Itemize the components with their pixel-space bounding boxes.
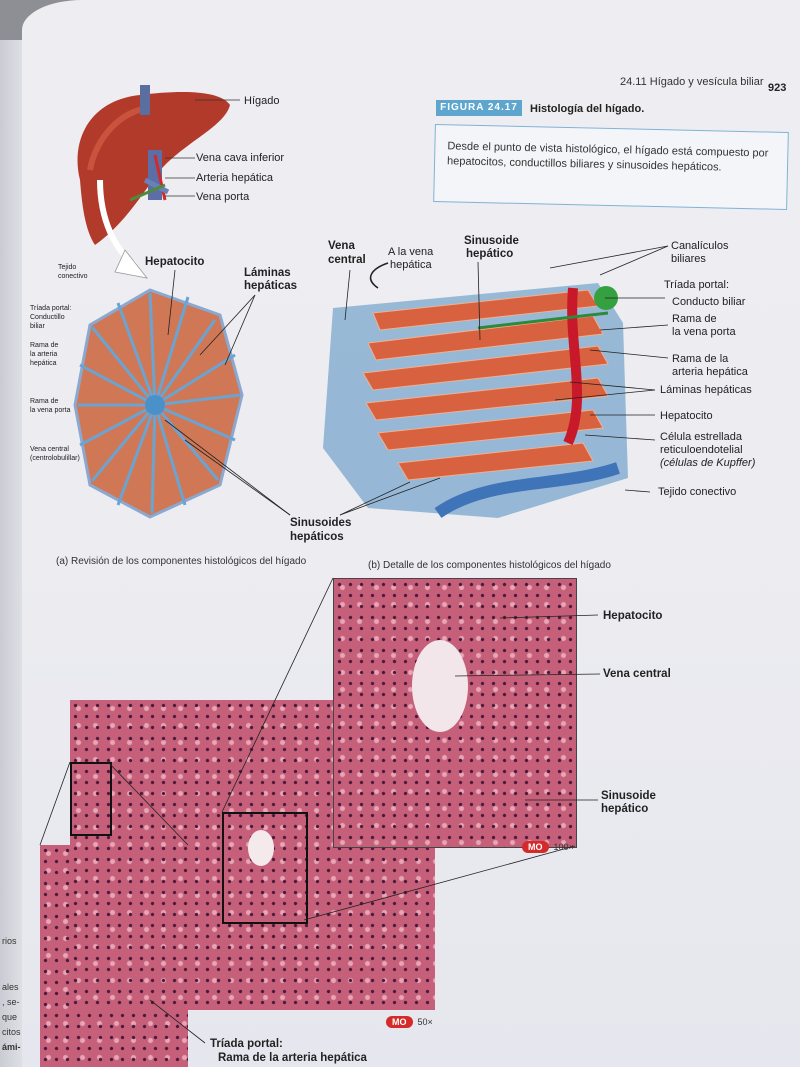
label-b-canaliculi-2: biliares [671,253,706,265]
zoom-box-portal-triad [70,762,112,836]
figure-title: Histología del hígado. [530,103,645,115]
label-a-connective-1: Tejido [58,264,77,271]
central-vein-lumen-large [412,640,468,732]
left-page-fragment: rios [2,936,17,946]
liver-illustration [77,85,230,246]
label-b-stellate-2: reticuloendotelial [660,444,743,456]
magnification-small-value: 50× [417,1017,433,1027]
label-a-plates-2: hepáticas [244,280,298,292]
label-liver: Hígado [244,95,280,107]
label-a-branch-portal-1: Rama de [30,398,59,405]
caption-a: (a) Revisión de los componentes histológ… [56,556,307,567]
label-b-branch-portal-2: la vena porta [672,326,736,338]
label-b-portal-triad: Tríada portal: [664,279,730,291]
label-micro-sinusoid-2: hepático [601,803,649,815]
left-page-fragment: , se- [2,997,20,1007]
label-a-central-1: Vena central [30,446,69,453]
label-a-branch-artery-1: Rama de [30,342,59,349]
label-a-branch-artery-3: hepática [30,360,57,367]
central-vein-lumen-small [248,830,274,866]
label-portal-triad-artery: Rama de la arteria hepática [218,1052,367,1064]
label-b-stellate-1: Célula estrellada [660,431,742,443]
label-a-portal-1: Tríada portal: [30,305,72,312]
label-a-portal-3: biliar [30,323,45,330]
label-portal-triad: Tríada portal: [210,1038,283,1050]
label-b-central-vein-1: Vena [328,240,355,252]
magnification-large: MO 100× [522,841,574,853]
label-b-central-vein-2: central [328,254,366,266]
label-hepatic-artery: Arteria hepática [196,172,274,184]
page-number: 923 [768,82,787,94]
label-b-to-hepatic-1: A la vena [388,246,434,258]
label-b-connective: Tejido conectivo [658,486,737,498]
zoom-arrow [97,179,148,279]
label-b-branch-portal-1: Rama de [672,313,717,325]
label-b-bile-duct: Conducto biliar [672,296,746,308]
label-b-stellate-3: (células de Kupffer) [660,457,756,469]
left-page-fragment: ámi- [2,1042,21,1052]
label-sinusoids-1: Sinusoides [290,517,352,529]
label-a-connective-2: conectivo [58,273,88,280]
caption-b: (b) Detalle de los componentes histológi… [368,560,611,571]
label-b-branch-artery-2: arteria hepática [672,366,748,378]
left-page-fragment: citos [2,1027,21,1037]
figure-badge: FIGURA 24.17 [436,100,522,116]
lobule-detail-illustration [323,262,628,518]
label-b-plates: Láminas hepáticas [660,384,752,396]
label-micro-hepatocyte: Hepatocito [603,610,663,622]
label-portal-vein: Vena porta [196,191,250,203]
mo-badge-large: MO [522,841,549,853]
running-header: 24.11 Hígado y vesícula biliar [620,76,764,88]
zoom-box-central-vein [222,812,308,924]
magnification-large-value: 100× [553,842,574,852]
left-page-fragment: ales [2,982,19,992]
hepatic-lobule [73,288,244,519]
label-b-to-hepatic-2: hepática [390,259,432,271]
label-b-hepatocyte: Hepatocito [660,410,713,422]
label-micro-central-vein: Vena central [603,668,671,680]
label-sinusoids-2: hepáticos [290,531,344,543]
label-a-plates-1: Láminas [244,267,291,279]
label-a-portal-2: Conductillo [30,314,65,321]
label-b-branch-artery-1: Rama de la [672,353,729,365]
label-b-sinusoid-2: hepático [466,248,514,260]
label-b-sinusoid-1: Sinusoide [464,235,519,247]
left-page-fragment: que [2,1012,18,1022]
label-a-branch-portal-2: la vena porta [30,407,71,414]
label-b-canaliculi-1: Canalículos [671,240,729,252]
label-a-branch-artery-2: la arteria [30,351,58,358]
magnification-small: MO 50× [386,1016,433,1028]
label-ivc: Vena cava inferior [196,152,285,164]
label-a-central-2: (centrolobulillar) [30,455,80,462]
label-micro-sinusoid-1: Sinusoide [601,790,656,802]
label-a-hepatocyte: Hepatocito [145,256,205,268]
mo-badge-small: MO [386,1016,413,1028]
